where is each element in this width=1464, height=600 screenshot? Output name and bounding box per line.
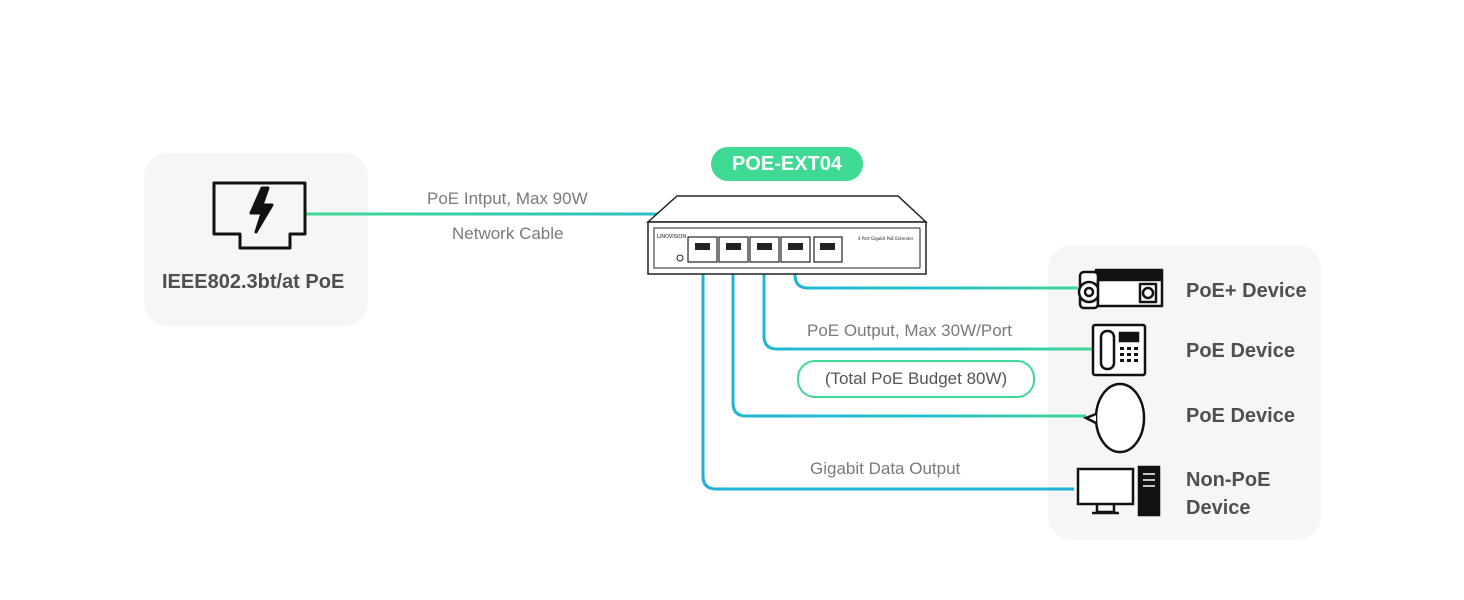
desktop-computer-icon bbox=[1076, 465, 1161, 517]
svg-text:4 Port Gigabit PoE Extender: 4 Port Gigabit PoE Extender bbox=[858, 236, 914, 241]
device-label-phone: PoE Device bbox=[1186, 340, 1295, 362]
source-label: IEEE802.3bt/at PoE bbox=[162, 271, 345, 293]
cable-port1 bbox=[701, 257, 1074, 491]
data-output-label: Gigabit Data Output bbox=[810, 459, 961, 478]
device-label-poe-plus: PoE+ Device bbox=[1186, 280, 1307, 302]
input-cable-label: Network Cable bbox=[452, 224, 564, 243]
cable-port3 bbox=[762, 257, 1098, 351]
device-label-non-poe: Non-PoE Device bbox=[1186, 469, 1271, 519]
wireless-bridge-icon bbox=[1082, 382, 1146, 454]
poe-switch-icon: LINOVISION 4 Port Gigabit PoE Extender bbox=[646, 195, 928, 275]
svg-text:LINOVISION: LINOVISION bbox=[657, 234, 686, 240]
bullet-camera-icon bbox=[1077, 268, 1164, 310]
device-label-bridge: PoE Device bbox=[1186, 405, 1295, 427]
poe-injector-icon bbox=[212, 181, 307, 250]
poe-budget-badge: (Total PoE Budget 80W) bbox=[797, 360, 1035, 398]
input-power-label: PoE Intput, Max 90W bbox=[427, 189, 588, 208]
poe-output-label: PoE Output, Max 30W/Port bbox=[807, 321, 1013, 340]
cable-port4 bbox=[793, 257, 1078, 290]
ip-phone-icon bbox=[1091, 323, 1147, 377]
model-badge: POE-EXT04 bbox=[711, 147, 863, 181]
cable-port2 bbox=[731, 257, 1086, 418]
